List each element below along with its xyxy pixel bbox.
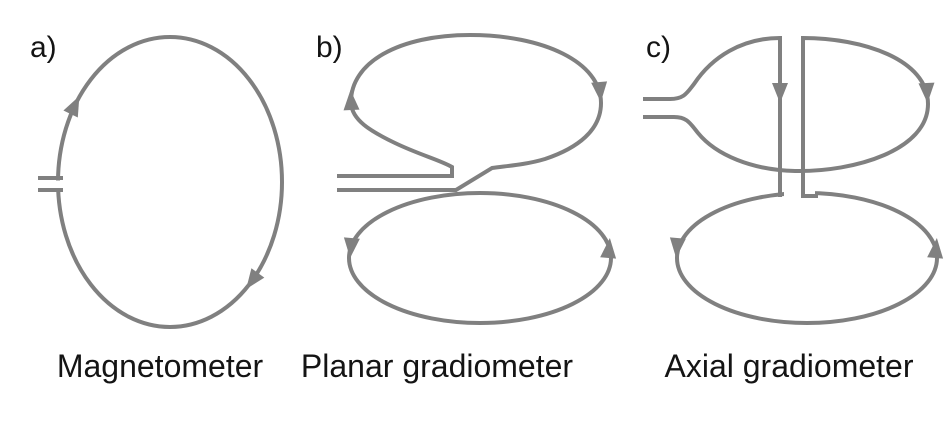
current-arrow-icon (343, 90, 360, 111)
current-arrow-icon (246, 268, 265, 290)
panel-axial-gradiometer: c) Axial gradiometer (643, 31, 944, 384)
current-arrow-icon (669, 237, 686, 258)
current-arrow-icon (772, 83, 788, 103)
loop-gap (48, 180, 66, 189)
top-loop-and-crossover (337, 32, 604, 192)
current-arrow-icon (927, 238, 944, 259)
top-loop-right-and-down-connector (643, 35, 931, 198)
current-arrow-icon (63, 96, 80, 118)
panel-letter-b: b) (316, 31, 343, 64)
caption-planar-gradiometer: Planar gradiometer (301, 348, 573, 384)
panel-letter-c: c) (646, 31, 671, 64)
top-loop-left-and-down-connector (643, 35, 782, 197)
panel-planar-gradiometer: b) Planar gradiometer (301, 31, 617, 384)
panel-letter-a: a) (30, 31, 57, 64)
bottom-loop (675, 191, 939, 325)
panel-magnetometer: a) Magnetometer (30, 31, 284, 384)
caption-axial-gradiometer: Axial gradiometer (665, 348, 914, 384)
current-arrow-icon (600, 238, 617, 259)
loop-gap (784, 188, 815, 198)
current-arrow-icon (918, 82, 935, 103)
current-arrow-icon (591, 81, 608, 102)
current-arrow-icon (343, 237, 360, 258)
bottom-loop (347, 191, 613, 325)
caption-magnetometer: Magnetometer (57, 348, 264, 384)
